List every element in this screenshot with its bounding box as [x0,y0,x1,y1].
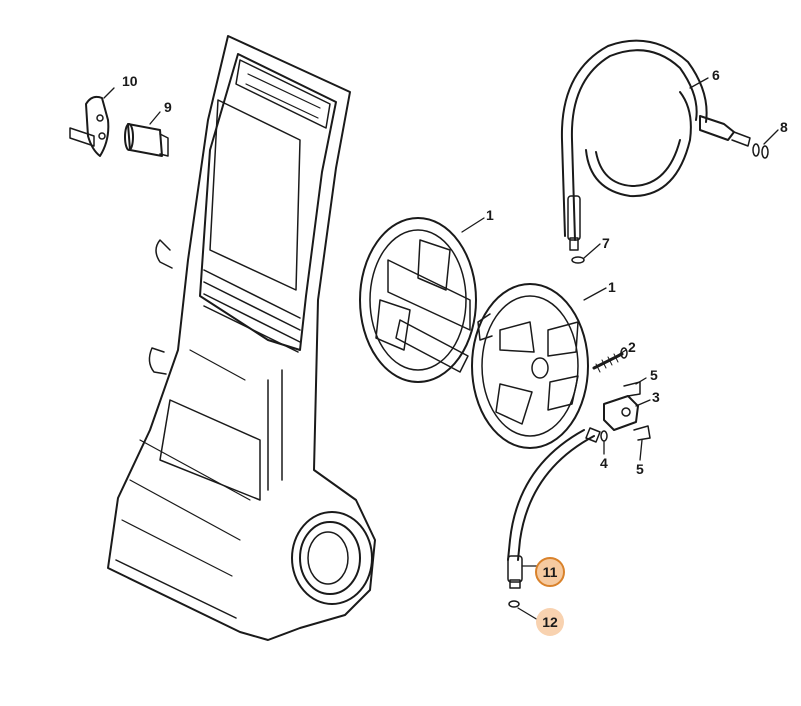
callout-11[interactable]: 11 [543,564,558,580]
callout-1-left[interactable]: 1 [486,207,494,223]
callout-8[interactable]: 8 [780,119,788,135]
part-12-oring [508,600,520,608]
callout-10[interactable]: 10 [122,73,138,89]
callout-1-right[interactable]: 1 [608,279,616,295]
part-9-sleeve [124,123,169,157]
callout-5-top[interactable]: 5 [650,367,658,383]
part-10-bracket [69,95,110,157]
frame-body [107,35,376,641]
callout-6[interactable]: 6 [712,67,720,83]
callout-labels: 10 9 6 8 7 1 1 2 5 3 4 5 11 12 [122,67,788,636]
callout-12[interactable]: 12 [542,614,558,630]
part-4-oring [600,430,608,442]
part-8-orings [752,143,769,159]
leader-lines [103,77,779,621]
part-5-clip-bottom [633,425,651,441]
callout-5-bottom[interactable]: 5 [636,461,644,477]
callout-11-badge[interactable]: 11 [535,557,565,587]
part-11-connection-hose [507,427,601,589]
callout-3[interactable]: 3 [652,389,660,405]
wheel [291,511,373,605]
callout-12-badge[interactable]: 12 [536,608,564,636]
callout-7[interactable]: 7 [602,235,610,251]
part-2-screw [592,347,628,373]
callout-9[interactable]: 9 [164,99,172,115]
callout-4[interactable]: 4 [600,455,608,471]
part-6-hose-coil [560,39,751,251]
part-3-swivel [603,395,639,431]
callout-2[interactable]: 2 [628,339,636,355]
part-7-oring [571,256,585,264]
part-1-reel-right [471,283,589,449]
part-1-reel-left [359,217,477,383]
part-5-clip-top [623,381,641,397]
